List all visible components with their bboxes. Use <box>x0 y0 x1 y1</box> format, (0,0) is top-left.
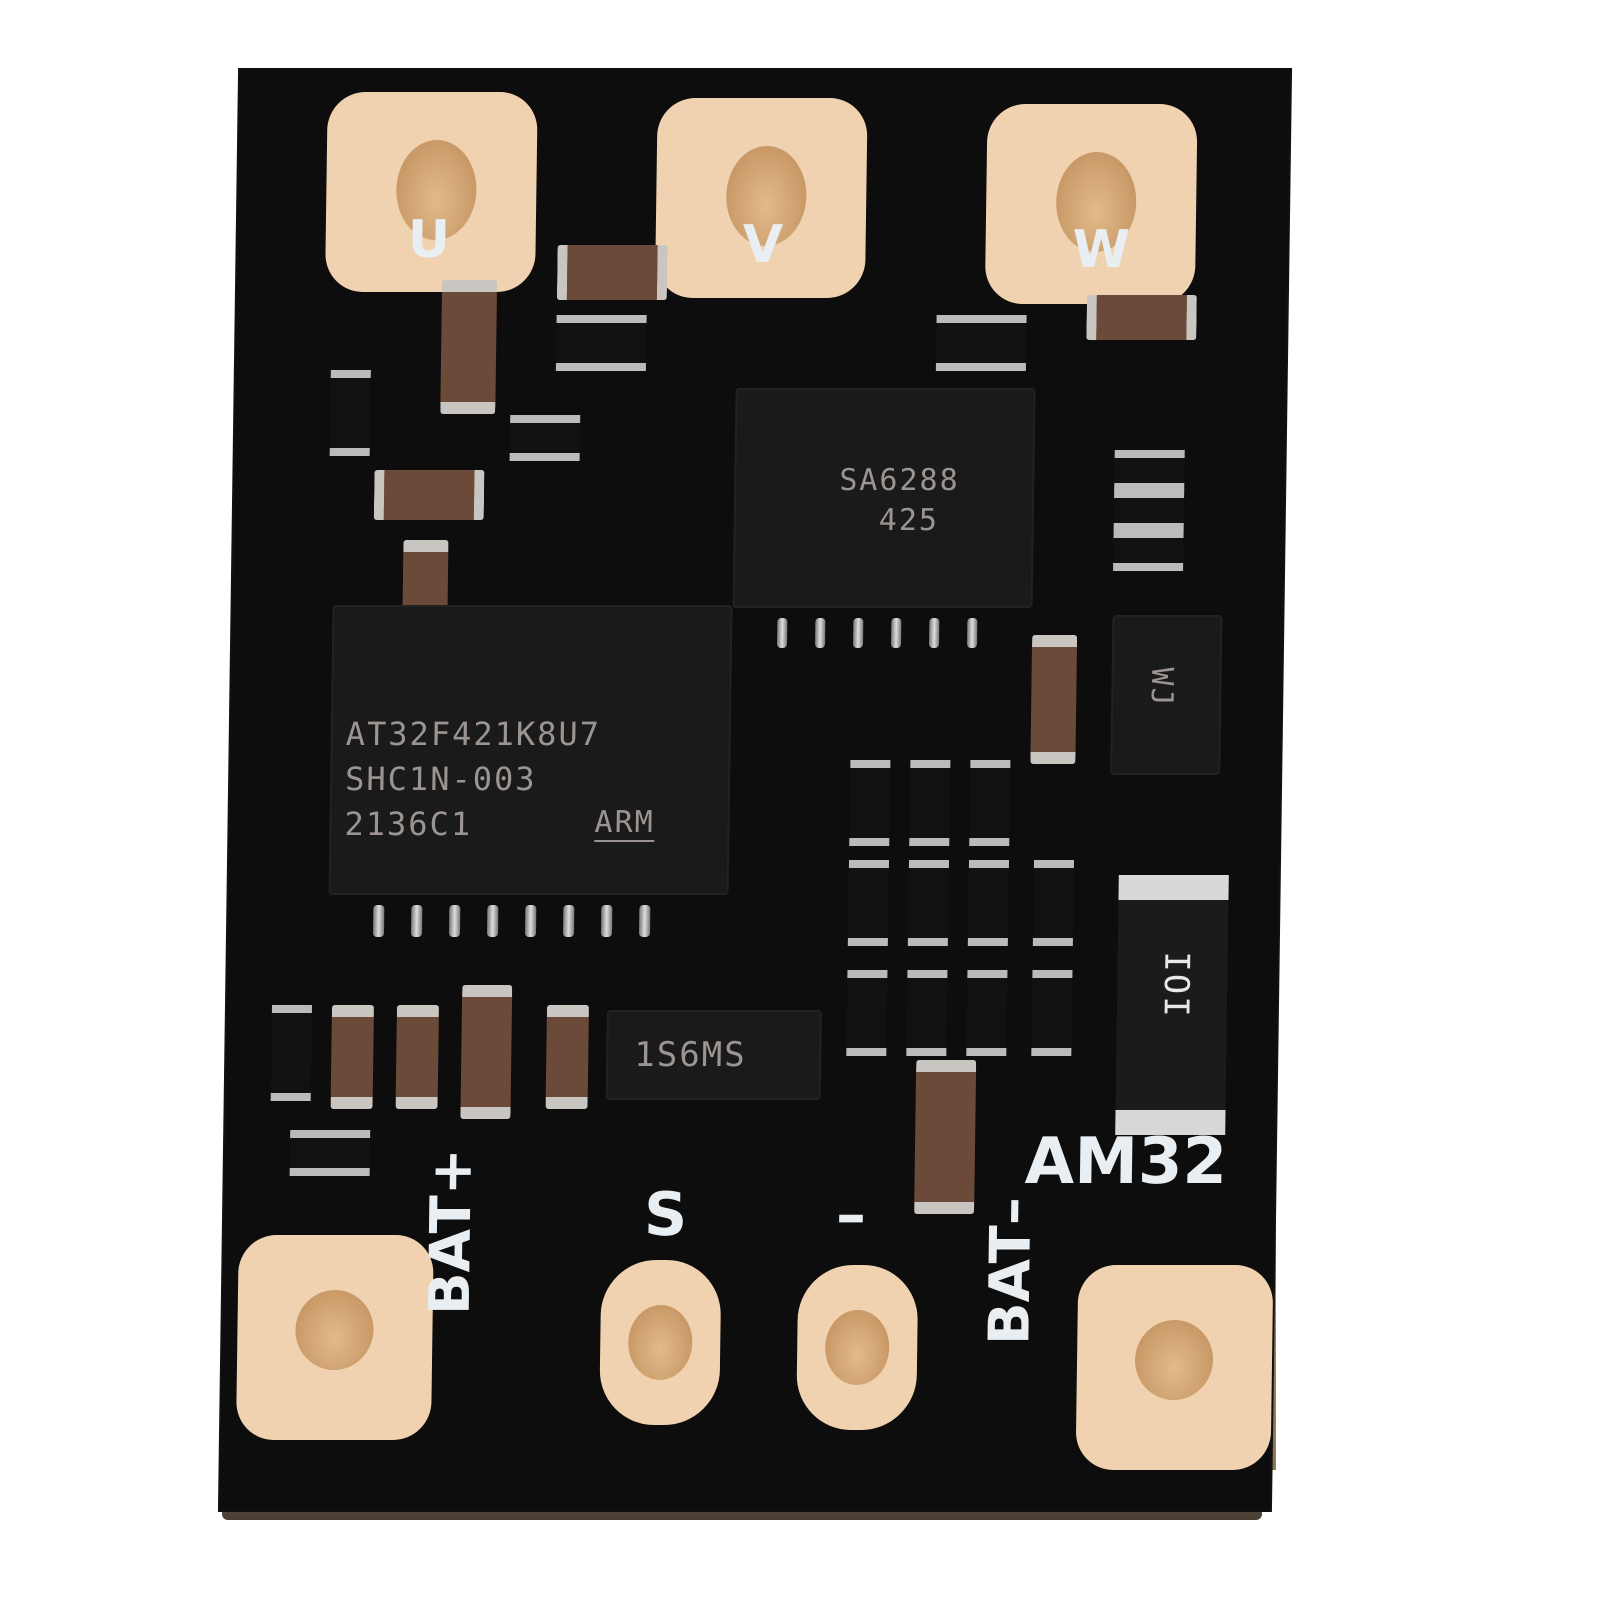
diode-marking: WJ <box>1143 667 1180 708</box>
mcu-chip: AT32F421K8U7 SHC1N-003 2136C1 ARM <box>328 605 733 895</box>
silk-ground: – <box>835 1180 867 1250</box>
pad-ground <box>796 1265 919 1430</box>
smd-component <box>270 1005 312 1101</box>
silk-v-label: V <box>742 215 784 275</box>
smd-component <box>1113 490 1185 531</box>
silk-bat-minus: BAT– <box>977 1197 1045 1345</box>
silk-w-label: W <box>1072 220 1131 280</box>
smd-component <box>289 1130 371 1176</box>
pad-signal <box>599 1260 722 1425</box>
pad-hole <box>294 1290 375 1370</box>
capacitor <box>914 1060 977 1214</box>
capacitor <box>373 470 485 520</box>
regulator-chip: 1S6MS <box>605 1010 822 1100</box>
pad-hole <box>824 1310 890 1385</box>
smd-component <box>509 415 581 461</box>
capacitor <box>1086 295 1197 340</box>
capacitor <box>460 985 513 1119</box>
silk-signal: S <box>643 1180 688 1250</box>
shunt-resistor: IOI <box>1115 875 1229 1135</box>
driver-chip-line2: 425 <box>878 503 940 538</box>
driver-chip: SA6288 425 <box>732 388 1036 608</box>
smd-component <box>329 370 371 456</box>
smd-component <box>555 315 647 371</box>
pcb-board: U V W SA6288 425 AT32F421K8U7 SHC1N-003 … <box>219 70 1291 1510</box>
capacitor <box>440 280 498 414</box>
smd-component <box>1113 530 1184 571</box>
diode-chip: WJ <box>1110 615 1223 775</box>
pad-bat-minus <box>1075 1265 1274 1470</box>
brand-label: AM32 <box>1024 1125 1228 1199</box>
smd-component <box>935 315 1027 371</box>
capacitor <box>395 1005 439 1109</box>
regulator-marking: 1S6MS <box>634 1035 747 1075</box>
capacitor <box>1030 635 1078 764</box>
mcu-chip-line2: SHC1N-003 <box>344 760 537 798</box>
silk-bat-plus: BAT+ <box>417 1148 485 1315</box>
shunt-marking: IOI <box>1155 951 1197 1019</box>
driver-chip-line1: SA6288 <box>839 463 960 498</box>
pad-bat-plus <box>235 1235 434 1440</box>
pad-hole <box>627 1305 693 1380</box>
capacitor <box>330 1005 374 1109</box>
mcu-chip-line1: AT32F421K8U7 <box>345 715 602 753</box>
capacitor <box>545 1005 589 1109</box>
arm-logo: ARM <box>594 805 655 842</box>
silk-u-label: U <box>407 210 451 270</box>
capacitor <box>556 245 668 300</box>
smd-component <box>1114 450 1185 491</box>
pad-hole <box>1134 1320 1214 1400</box>
mcu-chip-line3: 2136C1 <box>344 805 473 843</box>
